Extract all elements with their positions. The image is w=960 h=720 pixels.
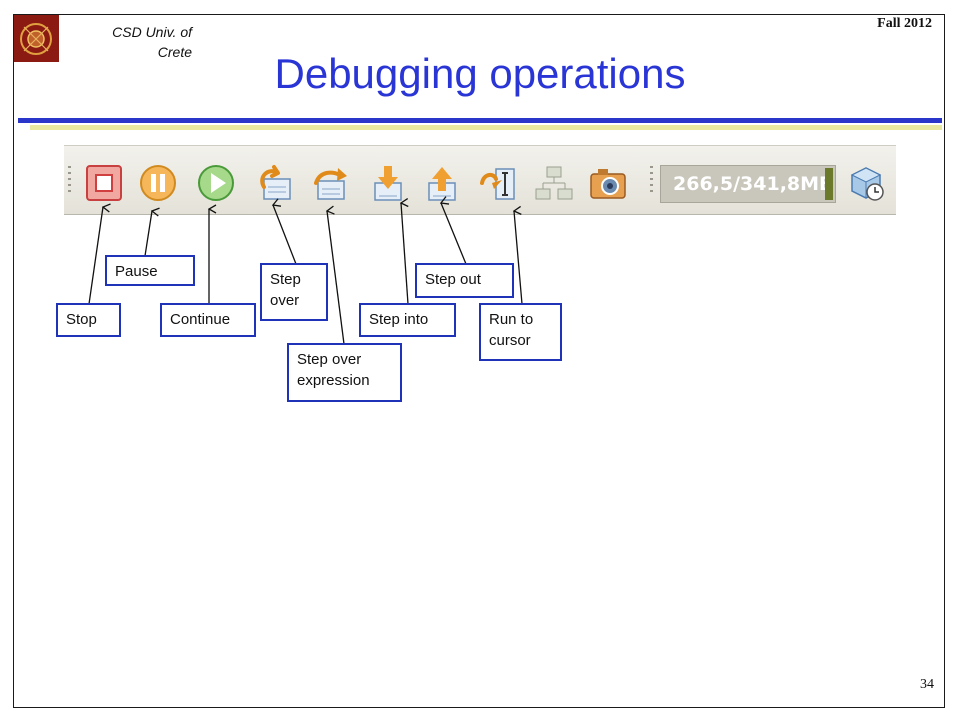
university-name: CSD Univ. of Crete xyxy=(112,24,192,60)
arrow-pause xyxy=(144,211,152,257)
university-logo xyxy=(14,15,59,62)
camera-icon[interactable] xyxy=(588,163,628,203)
step-into-icon[interactable] xyxy=(368,163,408,203)
pause-icon[interactable] xyxy=(138,163,178,203)
callout-step-over-expression: Step over expression xyxy=(287,343,402,402)
memory-usage-text: 266,5/341,8MB xyxy=(673,173,834,195)
arrow-step-over xyxy=(273,205,297,265)
page-title: Debugging operations xyxy=(274,50,686,97)
toolbar-grip[interactable] xyxy=(650,164,653,198)
callout-step-over: Step over xyxy=(260,263,328,321)
callout-stop: Stop xyxy=(56,303,121,337)
arrow-step-out xyxy=(441,203,467,265)
callout-step-into: Step into xyxy=(359,303,456,337)
memory-usage-bar xyxy=(825,168,833,200)
diagram-icon[interactable] xyxy=(534,163,574,203)
callout-continue: Continue xyxy=(160,303,256,337)
arrow-stop xyxy=(88,207,103,305)
debug-toolbar: 266,5/341,8MB xyxy=(64,145,896,215)
arrow-run-to-cursor xyxy=(514,211,523,305)
callout-pause: Pause xyxy=(105,255,195,286)
gc-icon[interactable] xyxy=(846,163,886,203)
step-out-icon[interactable] xyxy=(422,163,462,203)
step-over-expression-icon[interactable] xyxy=(310,163,350,203)
continue-icon[interactable] xyxy=(196,163,236,203)
run-to-cursor-icon[interactable] xyxy=(478,163,518,203)
title-rule-yellow xyxy=(30,125,942,130)
title-rule-blue xyxy=(18,118,942,123)
page-number: 34 xyxy=(920,677,934,692)
memory-usage-readout[interactable]: 266,5/341,8MB xyxy=(660,165,836,203)
arrow-step-over-expression xyxy=(327,211,345,345)
arrow-step-into xyxy=(401,203,409,305)
step-over-icon[interactable] xyxy=(254,163,294,203)
term-label: Fall 2012 xyxy=(877,16,932,31)
callout-run-to-cursor: Run to cursor xyxy=(479,303,562,361)
slide-frame xyxy=(13,14,945,708)
callout-step-out: Step out xyxy=(415,263,514,298)
toolbar-grip[interactable] xyxy=(68,164,71,198)
stop-icon[interactable] xyxy=(84,163,124,203)
